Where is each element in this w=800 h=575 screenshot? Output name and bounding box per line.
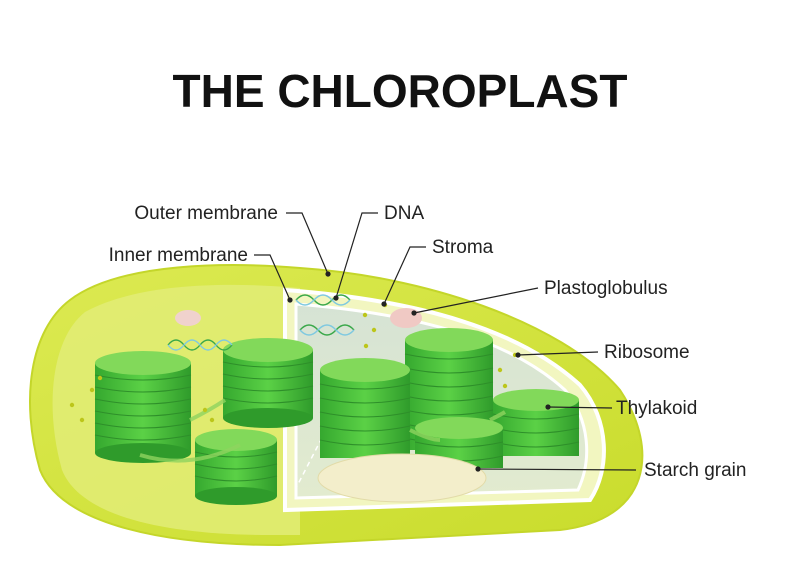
label-starch-grain: Starch grain — [644, 460, 746, 481]
label-dna: DNA — [384, 203, 424, 224]
pointer-lines — [254, 212, 637, 471]
granum-left-1 — [94, 351, 192, 463]
granum-left-3 — [194, 429, 278, 505]
dna-helix-right — [295, 294, 355, 336]
label-inner-membrane: Inner membrane — [109, 245, 248, 266]
dna-helix-left — [167, 339, 233, 351]
plastoglobulus — [390, 308, 422, 328]
granum-right-2 — [319, 358, 411, 458]
label-stroma: Stroma — [432, 237, 494, 258]
label-outer-membrane: Outer membrane — [134, 203, 278, 224]
label-ribosome: Ribosome — [604, 342, 690, 363]
granum-right-3 — [492, 389, 580, 456]
label-plastoglobulus: Plastoglobulus — [544, 278, 668, 299]
granum-left-2 — [222, 338, 314, 428]
ribosomes — [69, 302, 518, 423]
plastoglobulus-left — [175, 310, 201, 326]
starch-grain — [317, 453, 487, 503]
label-thylakoid: Thylakoid — [616, 398, 697, 419]
diagram-title: THE CHLOROPLAST — [172, 65, 628, 117]
